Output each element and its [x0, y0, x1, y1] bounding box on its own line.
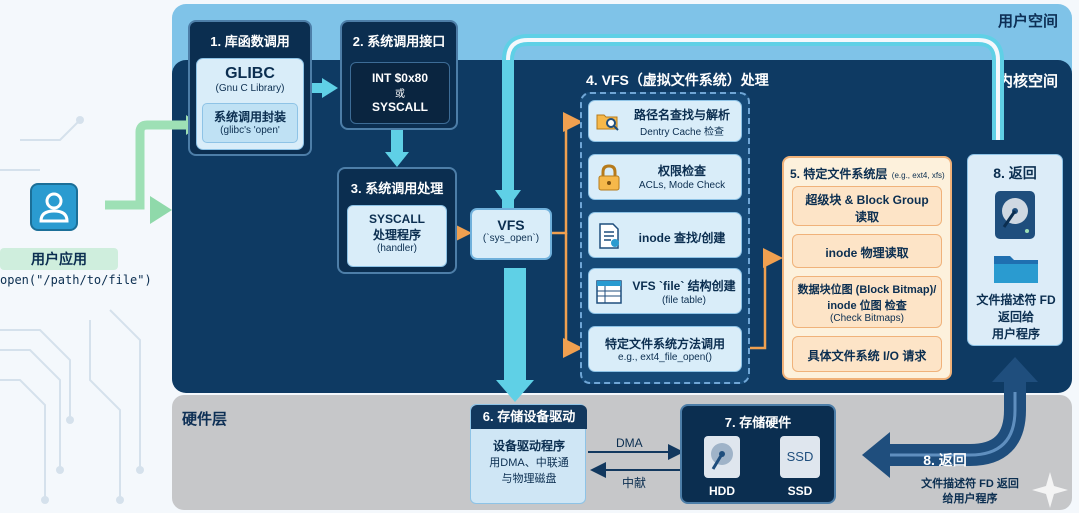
- step8-panel-title: 8. 返回: [993, 165, 1037, 181]
- file-struct-sub: (file table): [662, 295, 706, 306]
- syscall-wrapper-box: 系统调用封装 (glibc's 'open': [202, 103, 298, 143]
- hdd-icon: [704, 436, 740, 478]
- inode-read-line1: inode 物理读取: [825, 246, 909, 260]
- lock-icon: [598, 164, 620, 191]
- step2-panel: 2. 系统调用接口 INT $0x80 或 SYSCALL: [340, 20, 458, 130]
- step6-title: 6. 存储设备驱动: [471, 405, 587, 429]
- step8-panel-line3: 用户程序: [991, 327, 1040, 341]
- hardware-label: 硬件层: [182, 411, 228, 428]
- step5-title-sub: (e.g., ext4, xfs): [891, 171, 945, 180]
- glibc-box: GLIBC (Gnu C Library) 系统调用封装 (glibc's 'o…: [196, 58, 304, 150]
- table-icon: [596, 280, 622, 304]
- permission-sub: ACLs, Mode Check: [638, 180, 726, 191]
- syscall-handler-box: SYSCALL 处理程序 (handler): [347, 205, 447, 267]
- io-request-line1: 具体文件系统 I/O 请求: [807, 349, 927, 363]
- step5-item-superblock: 超级块 & Block Group 读取: [792, 186, 942, 226]
- handler-line1: SYSCALL: [368, 212, 425, 226]
- user-icon: [39, 192, 69, 223]
- step8-return-line1: 文件描述符 FD 返回: [921, 478, 1019, 490]
- folder-icon: [994, 256, 1038, 283]
- step8-return-line2: 给用户程序: [942, 493, 998, 505]
- glibc-title: GLIBC: [225, 65, 275, 82]
- vfs-subtitle: (`sys_open`): [482, 233, 540, 244]
- step5-title: 5. 特定文件系统层: [790, 167, 888, 181]
- step5-panel: 5. 特定文件系统层 (e.g., ext4, xfs) 超级块 & Block…: [782, 156, 952, 380]
- superblock-line1: 超级块 & Block Group: [805, 193, 929, 207]
- step4-title: 4. VFS（虚拟文件系统）处理: [586, 72, 769, 88]
- step8-panel-text: 文件描述符 FD 返回给 用户程序: [968, 291, 1064, 342]
- file-struct-title: VFS `file` 结构创建: [632, 279, 736, 293]
- user-app-icon-box: [30, 183, 78, 231]
- driver-line3: 与物理磁盘: [501, 473, 557, 485]
- fs-method-sub: e.g., ext4_file_open(): [618, 352, 712, 363]
- user-app-title: 用户应用: [0, 248, 118, 270]
- kernel-space-label: 内核空间: [998, 73, 1059, 90]
- user-app-call: open("/path/to/file"): [0, 273, 152, 287]
- superblock-line2: 读取: [854, 210, 879, 224]
- step8-panel-line2: 返回给: [997, 310, 1034, 324]
- vfs-node: VFS (`sys_open`): [470, 208, 552, 260]
- step4-item-file-struct: VFS `file` 结构创建 (file table): [588, 268, 742, 314]
- path-lookup-title: 路径名查找与解析: [633, 108, 730, 122]
- ssd-icon: SSD: [780, 436, 820, 478]
- step5-item-bitmap: 数据块位图 (Block Bitmap)/ inode 位图 检查 (Check…: [792, 276, 942, 328]
- syscall-text: SYSCALL: [371, 100, 428, 114]
- step7-panel: 7. 存储硬件 HDD SSD SSD: [680, 404, 836, 504]
- step4-item-permission: 权限检查 ACLs, Mode Check: [588, 154, 742, 200]
- step6-body: 设备驱动程序 用DMA、中联通 与物理磁盘: [471, 437, 587, 486]
- or-text: 或: [395, 89, 405, 100]
- bitmap-line2: inode 位图 检查: [827, 300, 907, 312]
- step6-panel: 6. 存储设备驱动 设备驱动程序 用DMA、中联通 与物理磁盘: [470, 404, 587, 504]
- syscall-interface-box: INT $0x80 或 SYSCALL: [350, 62, 450, 124]
- step5-heading: 5. 特定文件系统层 (e.g., ext4, xfs): [790, 165, 950, 183]
- step8-panel: 8. 返回 文件描述符 FD 返回给 用户程序: [967, 154, 1063, 346]
- bitmap-line1: 数据块位图 (Block Bitmap)/: [797, 284, 937, 296]
- step7-title: 7. 存储硬件: [724, 415, 792, 430]
- step4-item-path-lookup: 路径名查找与解析 Dentry Cache 检查: [588, 100, 742, 142]
- hdd-label: HDD: [709, 484, 735, 498]
- interrupt-label: 中献: [622, 476, 647, 490]
- step5-item-io-request: 具体文件系统 I/O 请求: [792, 336, 942, 372]
- wrapper-title: 系统调用封装: [213, 110, 286, 124]
- step3-panel: 3. 系统调用处理 SYSCALL 处理程序 (handler): [337, 167, 457, 274]
- folder-search-icon: [596, 114, 619, 131]
- step8-return-title: 8. 返回: [923, 452, 967, 468]
- fs-method-title: 特定文件系统方法调用: [604, 337, 725, 351]
- path-lookup-sub: Dentry Cache 检查: [640, 127, 724, 138]
- hard-disk-icon: [995, 191, 1035, 239]
- permission-title: 权限检查: [657, 164, 706, 178]
- step3-title: 3. 系统调用处理: [350, 181, 444, 196]
- inode-lookup-title: inode 查找/创建: [638, 231, 726, 245]
- step4-item-inode: inode 查找/创建: [588, 212, 742, 258]
- step4-item-fs-method: 特定文件系统方法调用 e.g., ext4_file_open(): [588, 326, 742, 372]
- vfs-title: VFS: [497, 217, 525, 233]
- handler-line3: (handler): [376, 243, 418, 254]
- driver-line2: 用DMA、中联通: [489, 457, 569, 469]
- step1-panel: 1. 库函数调用 GLIBC (Gnu C Library) 系统调用封装 (g…: [188, 20, 312, 156]
- step2-title: 2. 系统调用接口: [352, 34, 446, 49]
- user-space-label: 用户空间: [998, 13, 1059, 30]
- dma-label: DMA: [616, 436, 643, 450]
- glibc-subtitle: (Gnu C Library): [215, 83, 285, 94]
- driver-line1: 设备驱动程序: [492, 439, 565, 453]
- step1-title: 1. 库函数调用: [210, 34, 290, 49]
- wrapper-subtitle: (glibc's 'open': [220, 125, 280, 136]
- document-icon: [599, 223, 619, 249]
- bitmap-sub: (Check Bitmaps): [830, 313, 904, 324]
- handler-line2: 处理程序: [372, 228, 421, 242]
- step8-panel-line1: 文件描述符 FD: [976, 293, 1056, 307]
- ssd-label: SSD: [787, 484, 813, 498]
- step5-item-inode-read: inode 物理读取: [792, 234, 942, 268]
- int80-text: INT $0x80: [371, 71, 429, 85]
